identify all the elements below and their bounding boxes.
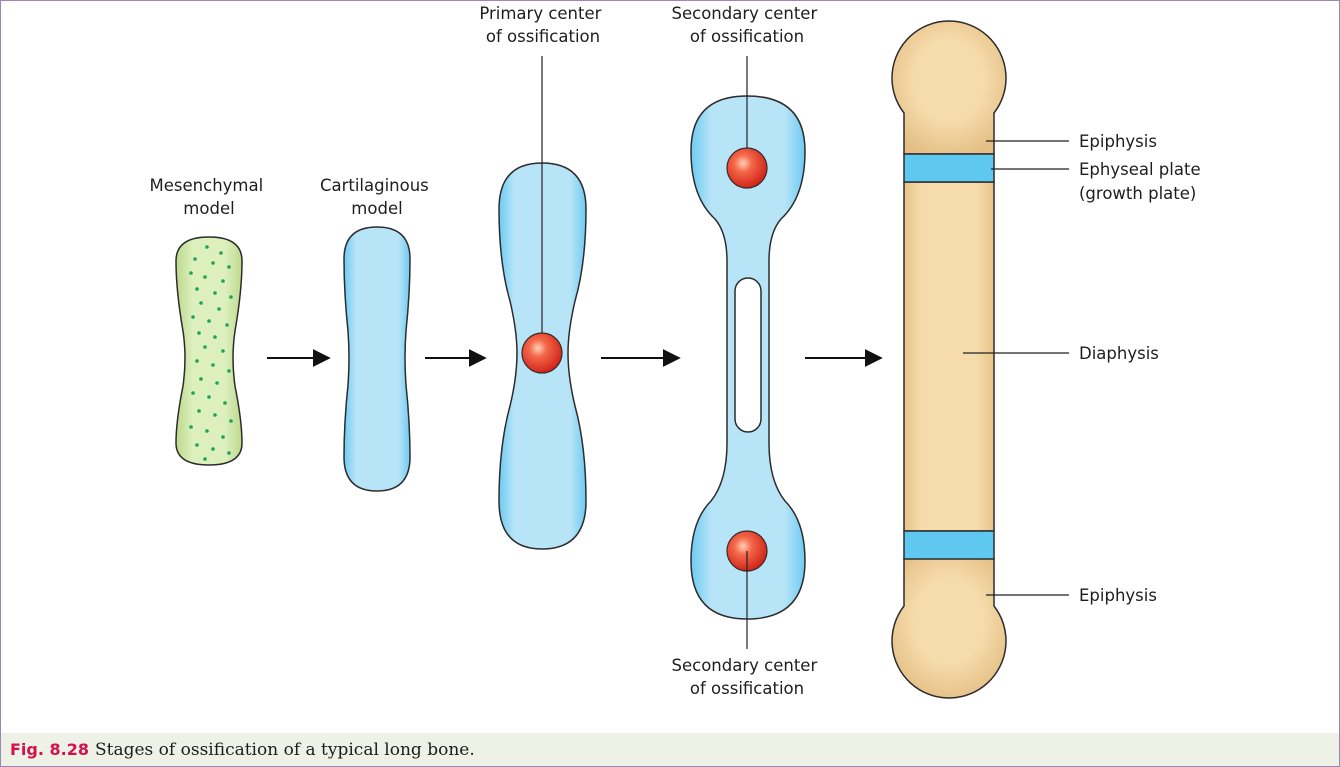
figure-number: Fig. 8.28 <box>10 740 89 759</box>
diaphysis-shaft <box>904 182 994 531</box>
figure-caption: Fig. 8.28 Stages of ossification of a typ… <box>1 733 1339 766</box>
mesenchymal-cell-dot <box>211 363 215 367</box>
epiphysis-bottom-shape <box>892 558 1006 698</box>
ossification-diagram: Mesenchymal model Cartilaginous model Pr… <box>1 1 1339 733</box>
mesenchymal-cell-dot <box>195 443 199 447</box>
mesenchymal-label: Mesenchymal model <box>150 176 269 218</box>
mesenchymal-model-shape <box>176 237 242 465</box>
cartilaginous-label-line1: Cartilaginous <box>320 176 429 195</box>
primary-center-label: Primary center of ossification <box>479 4 606 46</box>
mesenchymal-cell-dot <box>221 279 225 283</box>
mesenchymal-cell-dot <box>203 457 207 461</box>
epiphysis-top-label: Epiphysis <box>1079 132 1157 151</box>
mesenchymal-cell-dot <box>191 315 195 319</box>
mesenchymal-cell-dot <box>191 391 195 395</box>
primary-ossification-center <box>522 333 562 373</box>
mesenchymal-cell-dot <box>221 435 225 439</box>
secondary-center-top-label: Secondary center of ossification <box>672 4 823 46</box>
mesenchymal-cell-dot <box>221 349 225 353</box>
mesenchymal-cell-dot <box>199 301 203 305</box>
epiphyseal-plate-label: Ephyseal plate (growth plate) <box>1079 160 1206 203</box>
mesenchymal-cell-dot <box>203 345 207 349</box>
mesenchymal-cell-dot <box>203 275 207 279</box>
epiphyseal-plate-line1: Ephyseal plate <box>1079 160 1201 179</box>
mesenchymal-cell-dot <box>199 377 203 381</box>
epiphyseal-plate-bottom <box>904 531 994 559</box>
mesenchymal-cell-dot <box>195 359 199 363</box>
mesenchymal-cell-dot <box>213 413 217 417</box>
mesenchymal-cell-dot <box>197 409 201 413</box>
mesenchymal-cell-dot <box>205 245 209 249</box>
mesenchymal-label-line2: model <box>183 199 234 218</box>
mesenchymal-cell-dot <box>229 419 233 423</box>
mesenchymal-cell-dot <box>225 323 229 327</box>
primary-center-label-line1: Primary center <box>479 4 601 23</box>
mesenchymal-cell-dot <box>227 451 231 455</box>
mesenchymal-label-line1: Mesenchymal <box>150 176 264 195</box>
mesenchymal-cell-dot <box>229 295 233 299</box>
diaphysis-label: Diaphysis <box>1079 344 1159 363</box>
epiphysis-bottom-label: Epiphysis <box>1079 586 1157 605</box>
mesenchymal-cell-dot <box>211 261 215 265</box>
marrow-cavity <box>735 278 761 432</box>
secondary-center-bottom-line2: of ossification <box>690 679 804 698</box>
cartilaginous-model-shape <box>344 227 410 491</box>
secondary-center-bottom-line1: Secondary center <box>672 656 818 675</box>
mesenchymal-cell-dot <box>189 425 193 429</box>
epiphyseal-plate-top <box>904 154 994 182</box>
mesenchymal-cell-dot <box>207 395 211 399</box>
mesenchymal-cell-dot <box>193 257 197 261</box>
mesenchymal-cell-dot <box>189 271 193 275</box>
mesenchymal-cell-dot <box>211 447 215 451</box>
epiphysis-top-shape <box>892 21 1006 154</box>
secondary-ossification-center-top <box>727 148 767 188</box>
mesenchymal-cell-dot <box>195 287 199 291</box>
caption-text: Stages of ossification of a typical long… <box>95 740 475 760</box>
mesenchymal-cell-dot <box>197 331 201 335</box>
mesenchymal-cell-dot <box>215 381 219 385</box>
mesenchymal-cell-dot <box>207 319 211 323</box>
primary-center-label-line2: of ossification <box>486 27 600 46</box>
mesenchymal-cell-dot <box>223 401 227 405</box>
mesenchymal-cell-dot <box>205 429 209 433</box>
secondary-center-top-line1: Secondary center <box>672 4 818 23</box>
epiphyseal-plate-line2: (growth plate) <box>1079 184 1196 203</box>
mesenchymal-cell-dot <box>219 251 223 255</box>
mesenchymal-cell-dot <box>227 369 231 373</box>
mesenchymal-cell-dot <box>213 291 217 295</box>
cartilaginous-label-line2: model <box>351 199 402 218</box>
mesenchymal-cell-dot <box>227 265 231 269</box>
cartilaginous-label: Cartilaginous model <box>320 176 434 218</box>
secondary-center-bottom-label: Secondary center of ossification <box>672 656 823 698</box>
mesenchymal-cell-dot <box>217 307 221 311</box>
secondary-center-top-line2: of ossification <box>690 27 804 46</box>
mesenchymal-cell-dot <box>213 335 217 339</box>
